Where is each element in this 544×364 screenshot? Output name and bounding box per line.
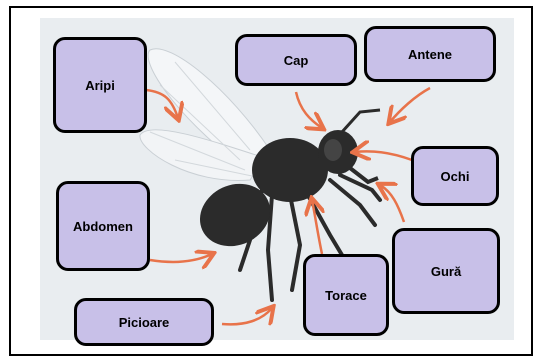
label-antene: Antene	[364, 26, 496, 82]
wing-lower	[139, 129, 266, 181]
arrow-gura	[380, 185, 406, 223]
label-gura: Gură	[392, 228, 500, 314]
label-abdomen: Abdomen	[56, 181, 150, 271]
arrow-aripi	[145, 88, 178, 118]
label-ochi: Ochi	[411, 146, 499, 206]
abdomen-shape	[199, 183, 271, 247]
wings	[139, 48, 271, 181]
arrow-ochi	[355, 151, 413, 160]
label-cap: Cap	[235, 34, 357, 86]
arrow-antene	[390, 86, 431, 122]
arrow-abdomen	[149, 254, 212, 262]
arrow-cap	[294, 91, 322, 128]
label-picioare: Picioare	[74, 298, 214, 346]
label-torace: Torace	[303, 254, 389, 336]
arrows	[145, 86, 431, 324]
wing-upper	[147, 48, 271, 166]
thorax-shape	[252, 138, 328, 202]
antenna-shape	[340, 108, 381, 134]
eye-shape	[324, 139, 342, 161]
mouth-shape	[348, 166, 379, 185]
arrow-torace	[312, 200, 322, 255]
arrow-picioare	[221, 308, 272, 324]
label-aripi: Aripi	[53, 37, 147, 133]
